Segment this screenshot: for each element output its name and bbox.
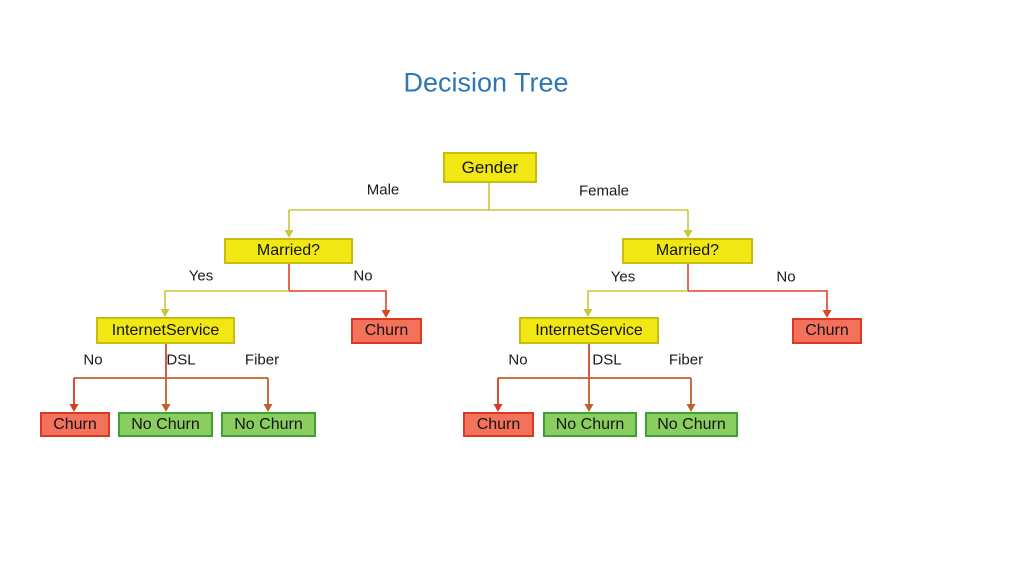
- arrow-down-icon: [161, 404, 171, 412]
- node-churn-mid-right: Churn: [792, 318, 862, 344]
- node-churn-mid-left: Churn: [351, 318, 422, 344]
- arrow-down-icon: [381, 310, 391, 318]
- edge-label-no-left: No: [353, 267, 373, 285]
- node-leaf-no-churn-left-1: No Churn: [118, 412, 213, 437]
- edge-label-no-right: No: [776, 268, 796, 286]
- node-married-right: Married?: [622, 238, 753, 264]
- arrow-down-icon: [160, 309, 170, 317]
- node-married-left: Married?: [224, 238, 353, 264]
- arrow-down-icon: [69, 404, 79, 412]
- arrow-down-icon: [683, 230, 693, 238]
- edges-level2-right: [587, 263, 828, 311]
- node-leaf-no-churn-left-2: No Churn: [221, 412, 316, 437]
- node-internet-service-right: InternetService: [519, 317, 659, 344]
- page-title: Decision Tree: [403, 67, 569, 98]
- node-gender: Gender: [443, 152, 537, 183]
- node-leaf-churn-left: Churn: [40, 412, 110, 437]
- edge-label-fiber-right: Fiber: [668, 351, 704, 369]
- arrow-down-icon: [822, 310, 832, 318]
- edge-label-male: Male: [366, 181, 400, 199]
- arrow-down-icon: [584, 404, 594, 412]
- edge-label-yes-right: Yes: [610, 268, 636, 286]
- edge-label-dsl-left: DSL: [166, 351, 196, 369]
- node-leaf-churn-right: Churn: [463, 412, 534, 437]
- node-leaf-no-churn-right-2: No Churn: [645, 412, 738, 437]
- arrow-down-icon: [493, 404, 503, 412]
- edges-level3-right: [497, 343, 692, 405]
- arrow-down-icon: [284, 230, 294, 238]
- edge-label-no-left-bottom: No: [83, 351, 103, 369]
- arrow-down-icon: [686, 404, 696, 412]
- edges-level2-left: [164, 263, 387, 311]
- edge-label-dsl-right: DSL: [592, 351, 622, 369]
- node-leaf-no-churn-right-1: No Churn: [543, 412, 637, 437]
- node-internet-service-left: InternetService: [96, 317, 235, 344]
- arrowheads-level1: [284, 230, 693, 238]
- edge-label-female: Female: [578, 182, 630, 200]
- edges-level3-left: [73, 343, 269, 405]
- edge-label-no-right-bottom: No: [508, 351, 528, 369]
- arrow-down-icon: [583, 309, 593, 317]
- edge-label-fiber-left: Fiber: [244, 351, 280, 369]
- edge-label-yes-left: Yes: [188, 267, 214, 285]
- arrow-down-icon: [263, 404, 273, 412]
- edges-level1: [288, 183, 689, 231]
